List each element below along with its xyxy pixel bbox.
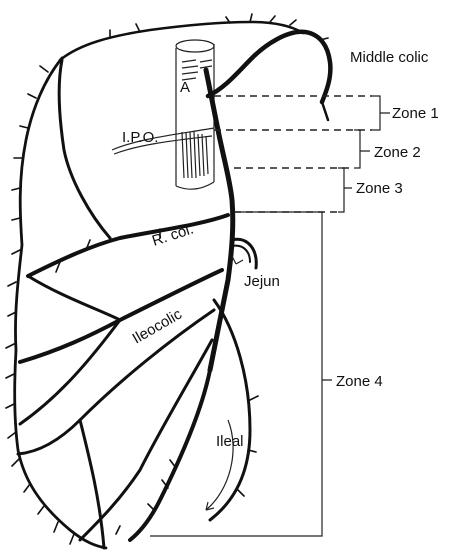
zone-3-bracket	[338, 168, 352, 212]
label-zone-1: Zone 1	[392, 105, 439, 122]
zone-1-bracket	[372, 96, 390, 130]
label-middle-colic: Middle colic	[350, 49, 429, 66]
label-ipo: I.P.O.	[122, 129, 158, 146]
zone-2-bracket	[354, 130, 370, 168]
marginal-arcade	[6, 58, 106, 548]
middle-colic-arcade	[60, 14, 330, 120]
label-zone-4: Zone 4	[336, 373, 383, 390]
label-jejun: Jejun	[244, 273, 280, 290]
label-r-col: R. col.	[150, 220, 196, 249]
label-zone-3: Zone 3	[356, 180, 403, 197]
label-a: A	[180, 79, 190, 96]
right-colic-artery	[28, 60, 228, 276]
ileocolic-artery	[20, 270, 222, 424]
label-ileal: Ileal	[216, 433, 244, 450]
zone-markers	[150, 96, 390, 536]
aorta-cylinder	[176, 40, 214, 189]
label-zone-2: Zone 2	[374, 144, 421, 161]
